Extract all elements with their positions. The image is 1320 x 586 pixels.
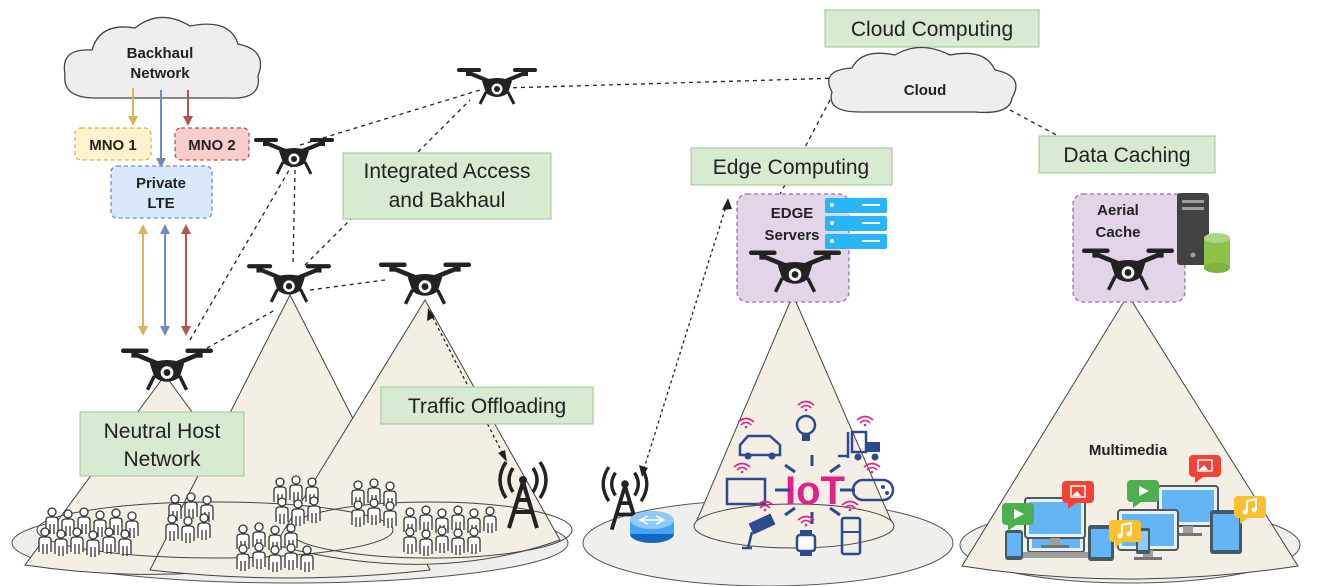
router-icon [630,511,674,543]
lte-to-drone-arrows [138,224,191,336]
drone-icon-relay-right [379,262,471,303]
cloud-computing-label: Cloud Computing [851,18,1013,41]
server-rack-icon [825,198,887,249]
backhaul-label-line1: Backhaul [127,45,194,62]
fridge-icon [840,500,862,556]
private-lte-line2: LTE [147,195,174,212]
wireless-links [189,77,1076,476]
tablet-icon-right [1210,510,1242,554]
forklift-icon [838,415,880,461]
car-icon [737,417,782,460]
bulb-icon [795,400,817,441]
aerial-cache-box [1072,193,1186,303]
edge-servers-line1: EDGE [771,205,814,222]
coverage-footprint-edge [693,503,895,549]
backhaul-label-line2: Network [130,65,190,82]
edge-computing-box [690,147,893,186]
neutral-host-box [79,411,245,477]
traffic-offloading-label: Traffic Offloading [408,395,566,418]
cloud-icon [828,46,1017,114]
data-caching-label: Data Caching [1063,144,1190,167]
traffic-offloading-box [380,386,594,425]
cloud-computing-box [824,9,1040,48]
iab-label-line1: Integrated Access [364,160,531,183]
aerial-cache-line2: Cache [1095,224,1140,241]
private-lte-line1: Private [136,175,186,192]
mno1-label: MNO 1 [89,137,137,154]
iab-label-box [342,152,552,220]
backhaul-arrows [128,88,193,168]
camera-icon [742,500,776,550]
drone-icon-top [455,66,539,106]
mno1-box [74,127,152,161]
database-icon [1204,233,1230,273]
drone-icon-relay-upper [252,136,336,176]
gamepad-icon [851,462,895,502]
server-tower-icon [1177,193,1209,265]
edge-servers-box [736,193,850,303]
neutral-host-line1: Neutral Host [104,420,221,443]
coverage-footprint-a [36,501,394,559]
mno2-label: MNO 2 [188,137,236,154]
private-lte-box [110,165,213,219]
aerial-cache-line1: Aerial [1097,202,1139,219]
watch-icon [795,515,817,556]
tablet-icon-left [1088,525,1114,561]
edge-computing-label: Edge Computing [713,156,869,179]
cloud-label: Cloud [904,82,947,99]
multimedia-label: Multimedia [1089,442,1168,459]
iab-label-line2: and Bakhaul [389,189,506,212]
neutral-host-line2: Network [123,448,201,471]
backhaul-cloud-icon [63,16,262,99]
monitor-icon [725,462,767,506]
edge-servers-line2: Servers [764,227,819,244]
data-caching-box [1038,135,1216,174]
phone-icon [1005,530,1023,560]
mno2-box [174,127,250,161]
iot-label: IoT [785,469,845,513]
